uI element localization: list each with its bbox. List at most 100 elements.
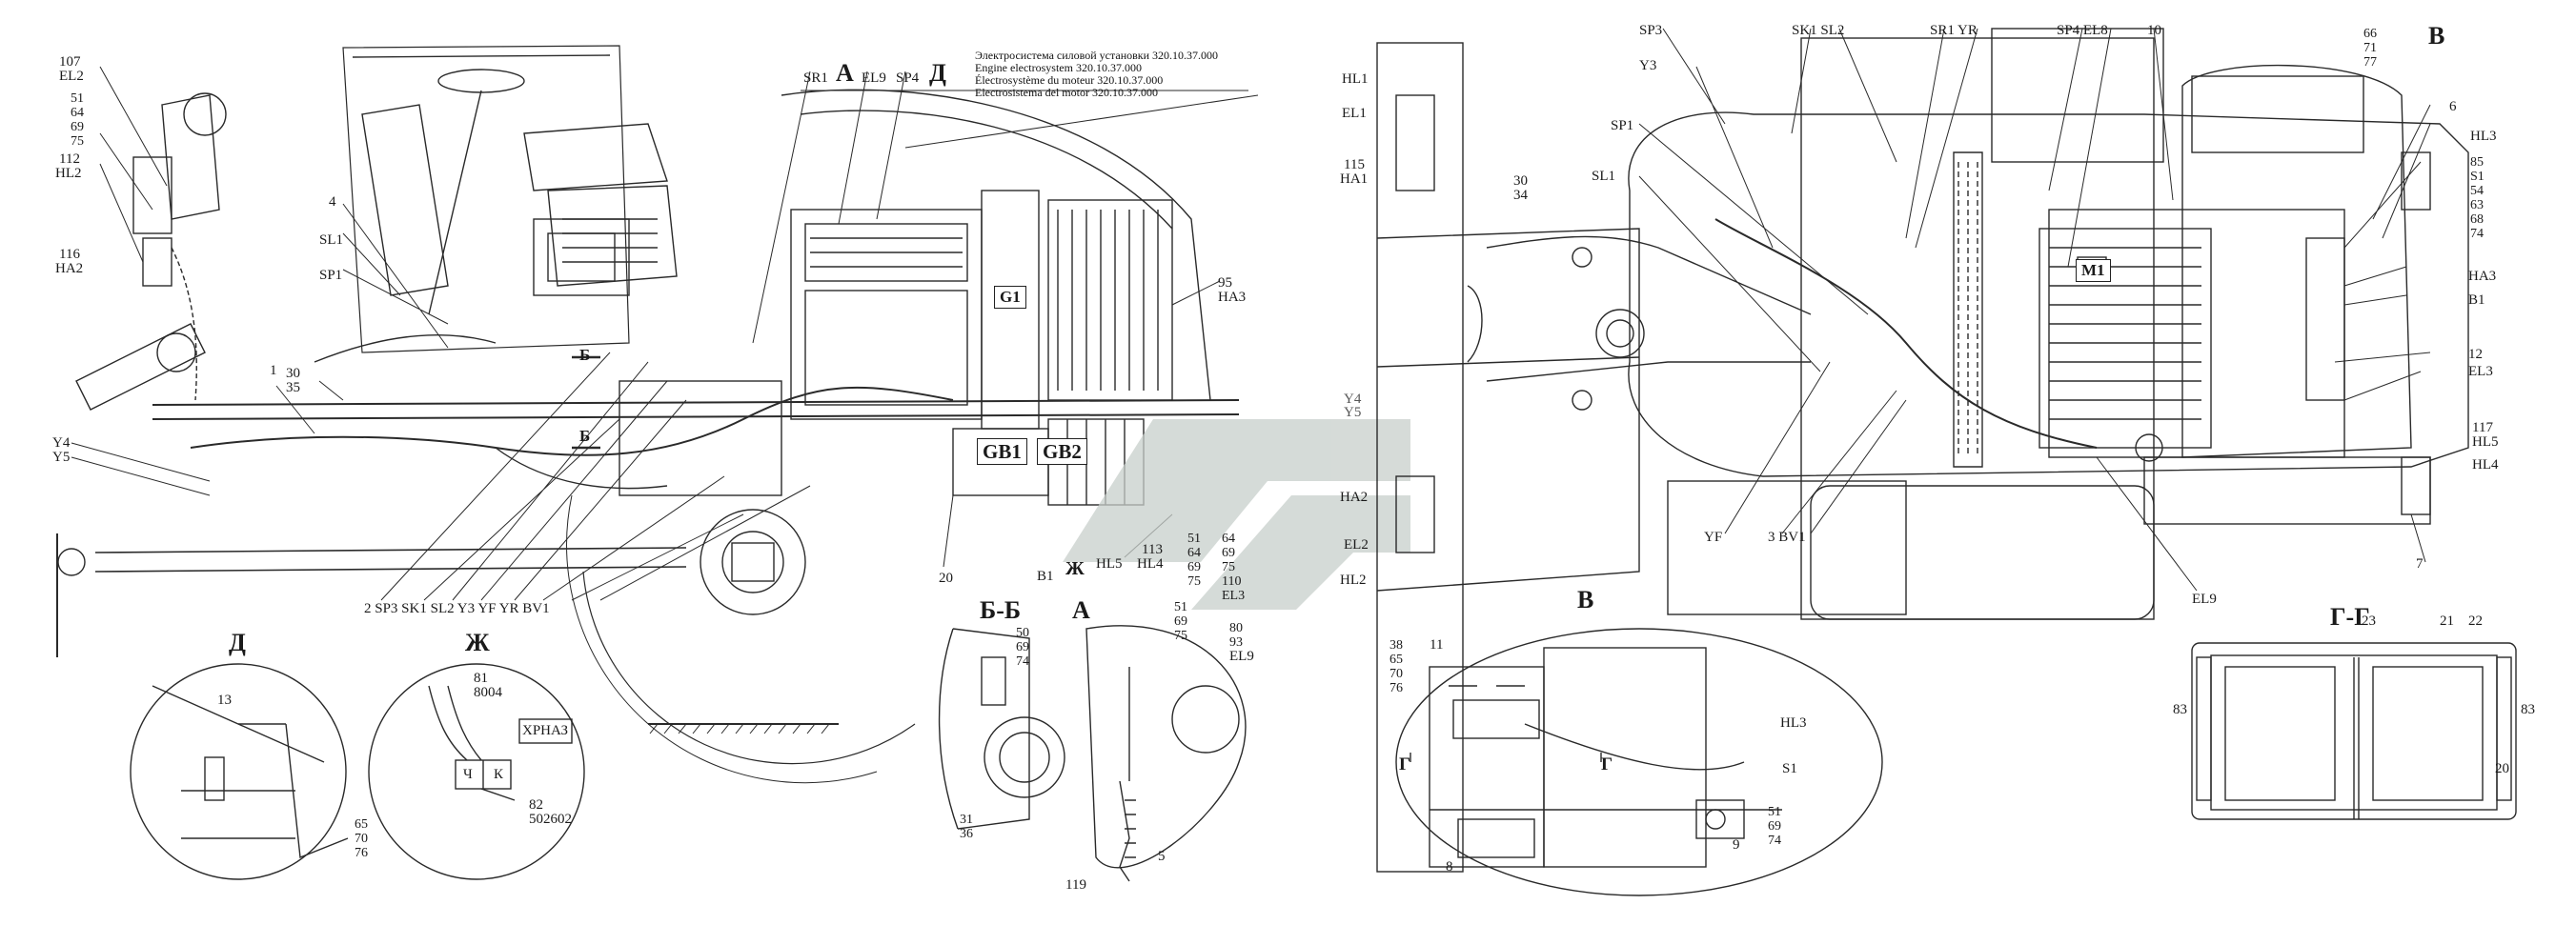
label-81: 81	[474, 671, 488, 686]
label-5: 5	[1158, 849, 1166, 864]
label-11: 11	[1430, 637, 1444, 653]
leader-lines-plan	[1638, 28, 2431, 592]
battery-gb2: GB2	[1037, 438, 1087, 465]
label-ha2-left: HA2	[55, 261, 84, 276]
label-30-mid: 30	[1513, 173, 1528, 189]
label-34-mid: 34	[1513, 188, 1528, 203]
label-8004: 8004	[474, 685, 502, 700]
label-113: 113	[1142, 542, 1163, 557]
label-hl2-mid: HL2	[1340, 573, 1367, 588]
label-20-gg: 20	[2495, 761, 2509, 776]
label-el2-left: EL2	[59, 69, 84, 84]
label-3-bv1-plan: 3 BV1	[1768, 530, 1806, 545]
connector-xphna3: ХРНАЗ	[522, 723, 568, 738]
label-117: 117	[2472, 420, 2493, 435]
label-y4-left: Y4	[52, 435, 71, 451]
title-line-fr: Électrosystème du moteur 320.10.37.000	[975, 73, 1164, 87]
terminal-ch: Ч	[463, 767, 473, 782]
label-el2-mid: EL2	[1344, 537, 1369, 553]
label-sp4-el8-plan: SP4 EL8	[2057, 23, 2108, 38]
label-ha3-plan: HA3	[2468, 269, 2497, 284]
label-b1-left: B1	[1037, 569, 1054, 584]
label-82: 82	[529, 797, 543, 813]
cut-label-g-left: Г	[1399, 754, 1411, 774]
section-letter-a-main: А	[836, 59, 854, 87]
cut-label-g-right: Г	[1601, 754, 1613, 774]
label-s1-detail: S1	[1782, 761, 1797, 776]
label-30-left: 30	[286, 366, 300, 381]
title-line-es: Electrosistema del motor 320.10.37.000	[975, 86, 1158, 99]
cut-label-b-bottom: Б	[579, 427, 591, 445]
label-hl3-detail: HL3	[1780, 715, 1807, 731]
label-hl5-plan: HL5	[2472, 434, 2499, 450]
label-y4-mid: Y4	[1344, 392, 1362, 407]
label-hl3-plan: HL3	[2470, 129, 2497, 144]
detail-label-d: Д	[229, 629, 246, 656]
label-sr1-yr-plan: SR1 YR	[1930, 23, 1978, 38]
label-hl2-left: HL2	[55, 166, 82, 181]
arrow-label-zh: Ж	[1065, 558, 1085, 579]
tractor-side-view	[56, 45, 1259, 784]
label-y5-left: Y5	[52, 450, 71, 465]
label-sl1-left: SL1	[319, 232, 344, 248]
detail-label-a: А	[1072, 596, 1090, 624]
label-el1-mid: EL1	[1342, 106, 1367, 121]
label-el3-plan: EL3	[2468, 364, 2493, 379]
label-4: 4	[329, 194, 336, 210]
label-hl4-left: HL4	[1137, 556, 1164, 572]
label-13: 13	[217, 693, 232, 708]
label-95: 95	[1218, 275, 1232, 291]
detail-D	[130, 663, 349, 880]
terminal-k: К	[494, 767, 504, 782]
starter-m1: M1	[2076, 259, 2111, 282]
label-9: 9	[1733, 837, 1740, 853]
label-12: 12	[2468, 347, 2483, 362]
title-line-ru: Электросистема силовой установки 320.10.…	[975, 49, 1219, 62]
label-yf-plan: YF	[1704, 530, 1723, 545]
label-20-left: 20	[939, 571, 953, 586]
label-23: 23	[2362, 613, 2376, 629]
label-hl1-mid: HL1	[1342, 71, 1369, 87]
label-10: 10	[2147, 23, 2161, 38]
label-sl1-plan: SL1	[1592, 169, 1616, 184]
label-hl5-left: HL5	[1096, 556, 1123, 572]
label-bottom-row: 2 SP3 SK1 SL2 Y3 YF YR BV1	[364, 601, 550, 616]
label-35-left: 35	[286, 380, 300, 395]
label-y3-plan: Y3	[1639, 58, 1657, 73]
label-el9-plan: EL9	[2192, 592, 2217, 607]
plan-view	[1486, 28, 2469, 620]
detail-V	[1395, 628, 1883, 896]
detail-Zh	[368, 663, 585, 880]
label-21: 21	[2440, 613, 2454, 629]
label-el9-left: EL9	[862, 70, 886, 86]
label-119: 119	[1065, 877, 1086, 893]
label-107: 107	[59, 54, 81, 70]
section-letter-v-main: В	[2428, 22, 2445, 50]
label-ha1-mid: HA1	[1340, 171, 1369, 187]
detail-label-zh: Ж	[465, 629, 490, 656]
label-sp3-plan: SP3	[1639, 23, 1663, 38]
watermark	[1063, 419, 1410, 610]
label-112: 112	[59, 151, 80, 167]
label-ha3-left: HA3	[1218, 290, 1247, 305]
label-el9-detail: EL9	[1229, 649, 1254, 664]
battery-gb1: GB1	[977, 438, 1027, 465]
label-sr1-left: SR1	[803, 70, 828, 86]
label-b1-plan: B1	[2468, 292, 2485, 308]
detail-label-gg: Г-Г	[2330, 603, 2370, 631]
generator-g1: G1	[994, 286, 1026, 309]
label-83-right: 83	[2521, 702, 2535, 717]
label-hl4-plan: HL4	[2472, 457, 2499, 473]
